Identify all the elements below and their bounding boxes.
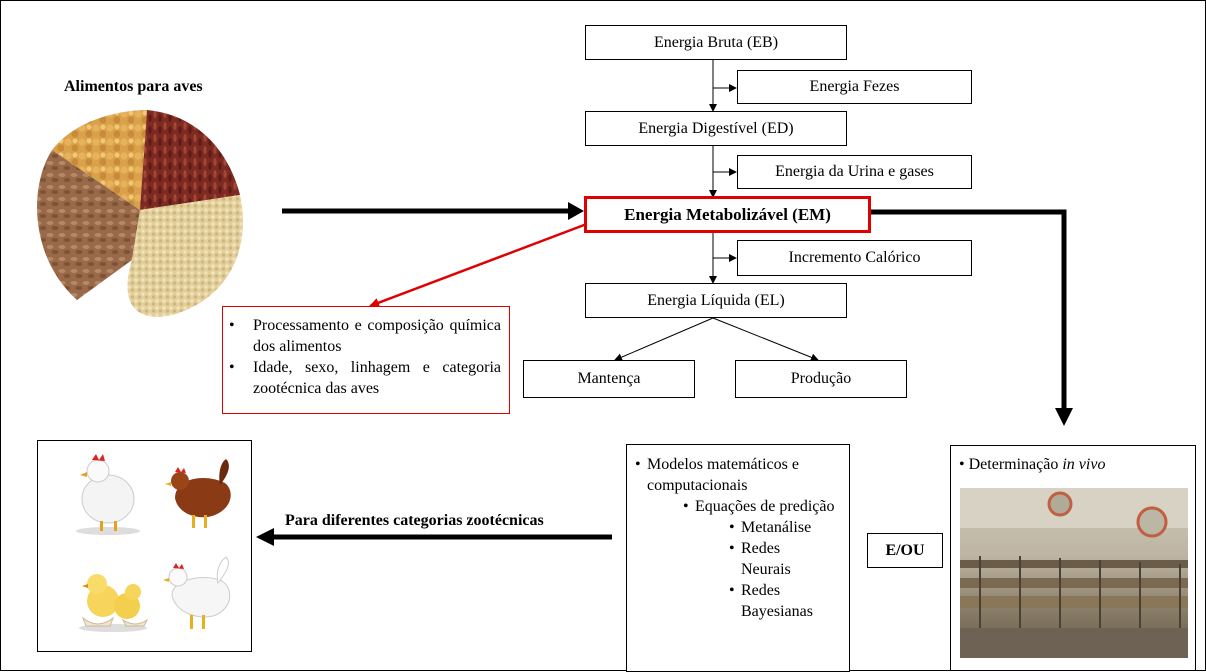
digestible-energy-box: Energia Digestível (ED): [585, 111, 847, 146]
factor-item: Processamento e composição química dos a…: [223, 315, 501, 357]
metabolizable-energy-box: Energia Metabolizável (EM): [584, 196, 871, 233]
methods-list: Metanálise Redes Neurais Redes Bayesiana…: [729, 517, 841, 622]
feed-title: Alimentos para aves: [64, 78, 203, 95]
in-vivo-prefix: Determinação: [968, 456, 1063, 473]
poultry-house-illustration: [960, 488, 1188, 658]
chicks-icon: [79, 574, 149, 632]
categories-label: Para diferentes categorias zootécnicas: [285, 512, 544, 529]
broiler-chicken-icon: [76, 454, 140, 535]
feces-energy-box: Energia Fezes: [737, 70, 972, 104]
models-item: Modelos matemáticos e computacionais Equ…: [635, 454, 841, 622]
in-vivo-emphasis: in vivo: [1062, 456, 1106, 473]
factors-list: Processamento e composição química dos a…: [223, 315, 501, 399]
production-box: Produção: [735, 360, 907, 398]
factor-item: Idade, sexo, linhagem e categoria zootéc…: [223, 357, 501, 399]
laying-hen-brown-icon: [165, 459, 231, 528]
bullet-icon: •: [959, 456, 969, 473]
prediction-list: Equações de predição Metanálise Redes Ne…: [683, 496, 841, 622]
laying-hen-white-icon: [163, 556, 231, 629]
factors-box: Processamento e composição química dos a…: [222, 306, 510, 414]
flow-arrow-production: [712, 317, 819, 362]
em-to-factors-arrow: [369, 220, 593, 308]
in-vivo-label: • Determinação in vivo: [959, 456, 1195, 474]
method-item: Redes Neurais: [729, 538, 811, 580]
prediction-item: Equações de predição Metanálise Redes Ne…: [683, 496, 841, 622]
method-item: Metanálise: [729, 517, 841, 538]
models-item-label: Modelos matemáticos e computacionais: [647, 456, 799, 494]
method-item: Redes Bayesianas: [729, 580, 813, 622]
feed-grains-image: [37, 110, 243, 317]
bird-categories-panel: [37, 440, 252, 652]
models-list: Modelos matemáticos e computacionais Equ…: [635, 454, 841, 622]
gross-energy-box: Energia Bruta (EB): [585, 25, 847, 60]
and-or-box: E/OU: [867, 533, 943, 568]
urine-gases-energy-box: Energia da Urina e gases: [737, 155, 972, 189]
maintenance-box: Mantença: [523, 360, 695, 398]
prediction-item-label: Equações de predição: [695, 498, 835, 515]
heat-increment-box: Incremento Calórico: [737, 240, 972, 276]
em-to-invivo-arrow: [870, 209, 1067, 410]
poultry-house-photo: [960, 488, 1188, 658]
flow-arrow-maintenance: [614, 317, 714, 361]
net-energy-box: Energia Líquida (EL): [585, 283, 847, 318]
models-panel: Modelos matemáticos e computacionais Equ…: [626, 444, 850, 672]
